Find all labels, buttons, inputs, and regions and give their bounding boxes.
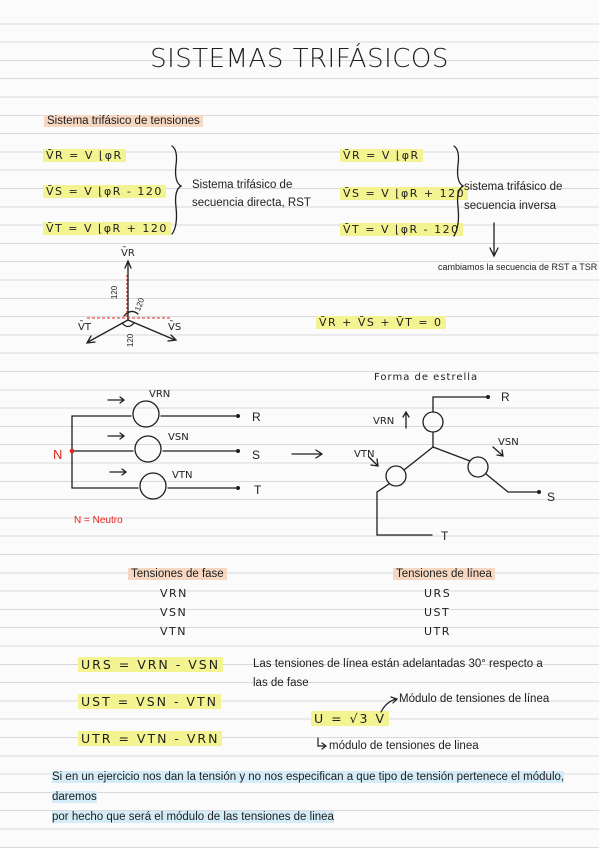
left-arrow-r [107,396,126,404]
inverse-arrow-head [489,247,499,258]
line-heading: Tensiones de línea [393,568,495,580]
circuit-label-r: R [252,410,261,424]
star-label-vrn: VRN [373,416,395,427]
phasor-vs-line [127,319,176,341]
circuit-label-t: T [254,483,262,497]
brace-inverse [453,145,465,237]
lead-text-1: Las tensiones de línea están adelantadas… [253,658,543,670]
left-arrow-t [109,468,128,476]
circuit-label-vtn: VTN [172,470,193,481]
star-wire-s [485,473,540,493]
line-eq-3: UTR = VTN - VRN [78,731,223,746]
phasor-vt-line [87,319,129,343]
phase-item-3: VTN [160,625,187,638]
line-eq-2: UST = VSN - VTN [78,694,221,709]
sum-equation: V̄R + V̄S + V̄T = 0 [316,316,446,329]
star-arrow-vsn [492,446,504,457]
circuit-label-s: S [252,448,261,462]
section-heading: Sistema trifásico de tensiones [44,115,203,127]
circuit-label-vrn: VRN [149,389,171,400]
phasor-vr-head [124,259,132,269]
phasor-vs-head [167,334,178,342]
magnitude-arrow-top [380,696,399,713]
phasor-arc2 [123,310,139,317]
section-heading-text: Sistema trifásico de tensiones [44,115,203,127]
star-label-vtn: VTN [354,449,375,460]
star-label-vsn: VSN [498,437,519,448]
source-r [132,400,160,428]
phasor-label-t: V̄T [78,322,91,333]
neutral-label: N = Neutro [74,515,123,526]
final-note-line-2: por hecho que será el módulo de las tens… [52,811,334,823]
final-note: Si en un ejercicio nos dan la tensión y … [52,767,582,827]
transform-arrow [291,449,324,459]
direct-eq-r: V̄R = V ⌊φR [43,149,126,162]
star-center-t [403,446,434,471]
star-source-t [385,465,407,487]
magnitude-label-bottom: módulo de tensiones de linea [329,740,479,752]
magnitude-arrow-bottom [317,737,327,750]
magnitude-label-top: Módulo de tensiones de línea [399,693,550,705]
star-arrow-vtn [368,456,379,467]
phase-item-2: VSN [160,606,188,619]
circuit-label-vsn: VSN [168,432,189,443]
star-source-r [422,411,444,433]
inverse-eq-r: V̄R = V ⌊φR [340,149,423,162]
inverse-label-2: secuencia inversa [464,200,557,212]
phasor-label-s: V̄S [168,322,182,333]
inverse-eq-t: V̄T = V ⌊φR - 120 [340,223,463,236]
lead-text-2: las de fase [253,677,309,689]
star-wire-t [376,483,433,536]
direct-eq-s: V̄S = V ⌊φR - 120 [43,185,166,198]
source-s [134,435,162,463]
magnitude-equation: U = √3 V [311,711,390,726]
left-arrow-s [107,432,126,440]
circuit-label-n: N [53,447,63,462]
star-heading: Forma de estrella [374,372,479,383]
phasor-arc [121,322,135,328]
inverse-eq-s: V̄S = V ⌊φR + 120 [340,187,469,200]
direct-label-1: Sistema trifásico de [192,179,293,191]
phase-item-1: VRN [160,587,188,600]
brace-direct [171,145,183,235]
star-source-s [467,456,489,478]
inverse-note: cambiamos la secuencia de RST a TSR [438,262,598,272]
direct-label-2: secuencia directa, RST [192,197,311,209]
phase-heading: Tensiones de fase [128,568,227,580]
page-title: SISTEMAS TRIFÁSICOS [150,44,449,74]
phasor-label-r: V̄R [121,248,135,259]
direct-eq-t: V̄T = V ⌊φR + 120 [43,222,171,235]
inverse-label-1: sistema trifásico de [464,181,563,193]
star-wire-r [432,396,489,413]
line-item-3: UTR [424,625,451,638]
line-eq-1: URS = VRN - VSN [78,657,224,672]
line-item-2: UST [424,606,451,619]
star-label-s: S [547,490,556,504]
star-center-s [432,446,471,462]
star-label-t: T [441,529,449,543]
phasor-vt-head [85,335,96,344]
source-t [139,472,167,500]
star-label-r: R [501,390,510,404]
line-item-1: URS [424,587,452,600]
star-arrow-vrn [402,410,410,429]
